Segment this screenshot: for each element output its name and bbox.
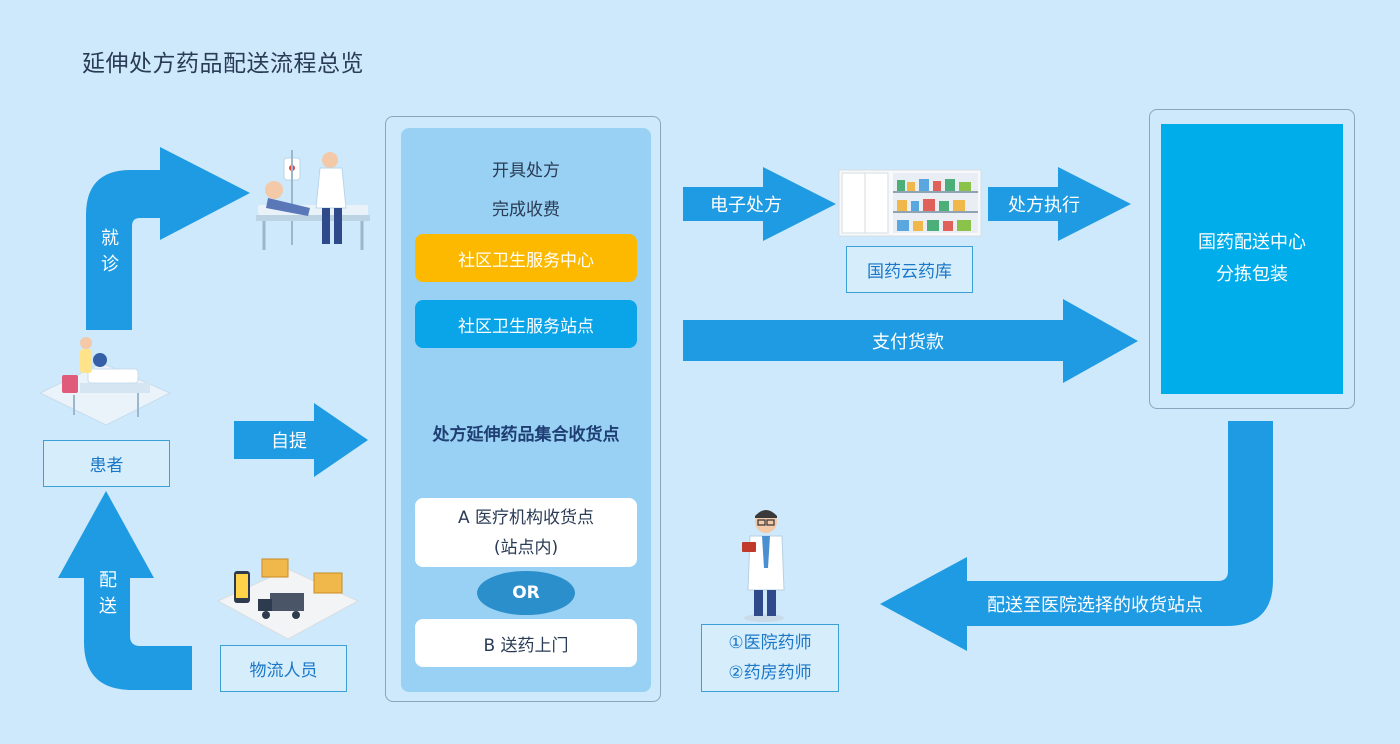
delivery-label: 配送 (96, 570, 117, 622)
option-b-card[interactable]: B 送药上门 (415, 619, 637, 667)
pharmacy-shelf-icon (838, 169, 982, 237)
e-prescription-label: 电子处方 (710, 195, 782, 216)
pharmacist-icon (742, 510, 785, 622)
deliver-station-label: 配送至医院选择的收货站点 (987, 594, 1203, 616)
logistics-label: 物流人员 (220, 645, 347, 692)
self-pickup-arrow (234, 403, 368, 477)
complete-payment-text: 完成收费 (492, 200, 560, 220)
issue-prescription-text: 开具处方 (492, 161, 560, 181)
option-a-title: A 医疗机构收货点 (457, 507, 595, 528)
pharmacist-label: ①医院药师 ②药房药师 (701, 624, 839, 692)
option-a-card[interactable]: A 医疗机构收货点 (站点内) (415, 498, 637, 567)
pharmacist-pharmacy-text: ②药房药师 (728, 663, 812, 683)
community-center-button[interactable]: 社区卫生服务中心 (415, 234, 637, 282)
option-a-subtitle: (站点内) (493, 537, 559, 558)
prescription-exec-arrow (988, 167, 1131, 241)
payment-label: 支付货款 (872, 331, 944, 353)
self-pickup-label: 自提 (271, 431, 307, 452)
patient-ward-icon (38, 337, 172, 426)
collection-point-title: 处方延伸药品集合收货点 (432, 425, 620, 445)
hospital-bed-icon (256, 150, 370, 250)
payment-arrow (683, 299, 1138, 383)
patient-label: 患者 (43, 440, 170, 487)
community-station-button[interactable]: 社区卫生服务站点 (415, 300, 637, 348)
distribution-center-subtitle: 分拣包装 (1216, 264, 1288, 285)
pharmacist-hospital-text: ①医院药师 (728, 633, 812, 653)
or-badge: OR (477, 571, 575, 615)
visit-arrow (86, 147, 250, 330)
page-title: 延伸处方药品配送流程总览 (82, 51, 364, 77)
visit-label: 就诊 (98, 228, 119, 280)
deliver-station-arrow (880, 421, 1273, 651)
e-prescription-arrow (683, 167, 836, 241)
logistics-icon (216, 558, 360, 640)
distribution-center-box: 国药配送中心 分拣包装 (1161, 124, 1343, 394)
cloud-pharmacy-label: 国药云药库 (846, 246, 973, 293)
delivery-up-arrow (58, 491, 192, 690)
prescription-exec-label: 处方执行 (1008, 195, 1080, 216)
distribution-center-title: 国药配送中心 (1198, 232, 1306, 253)
